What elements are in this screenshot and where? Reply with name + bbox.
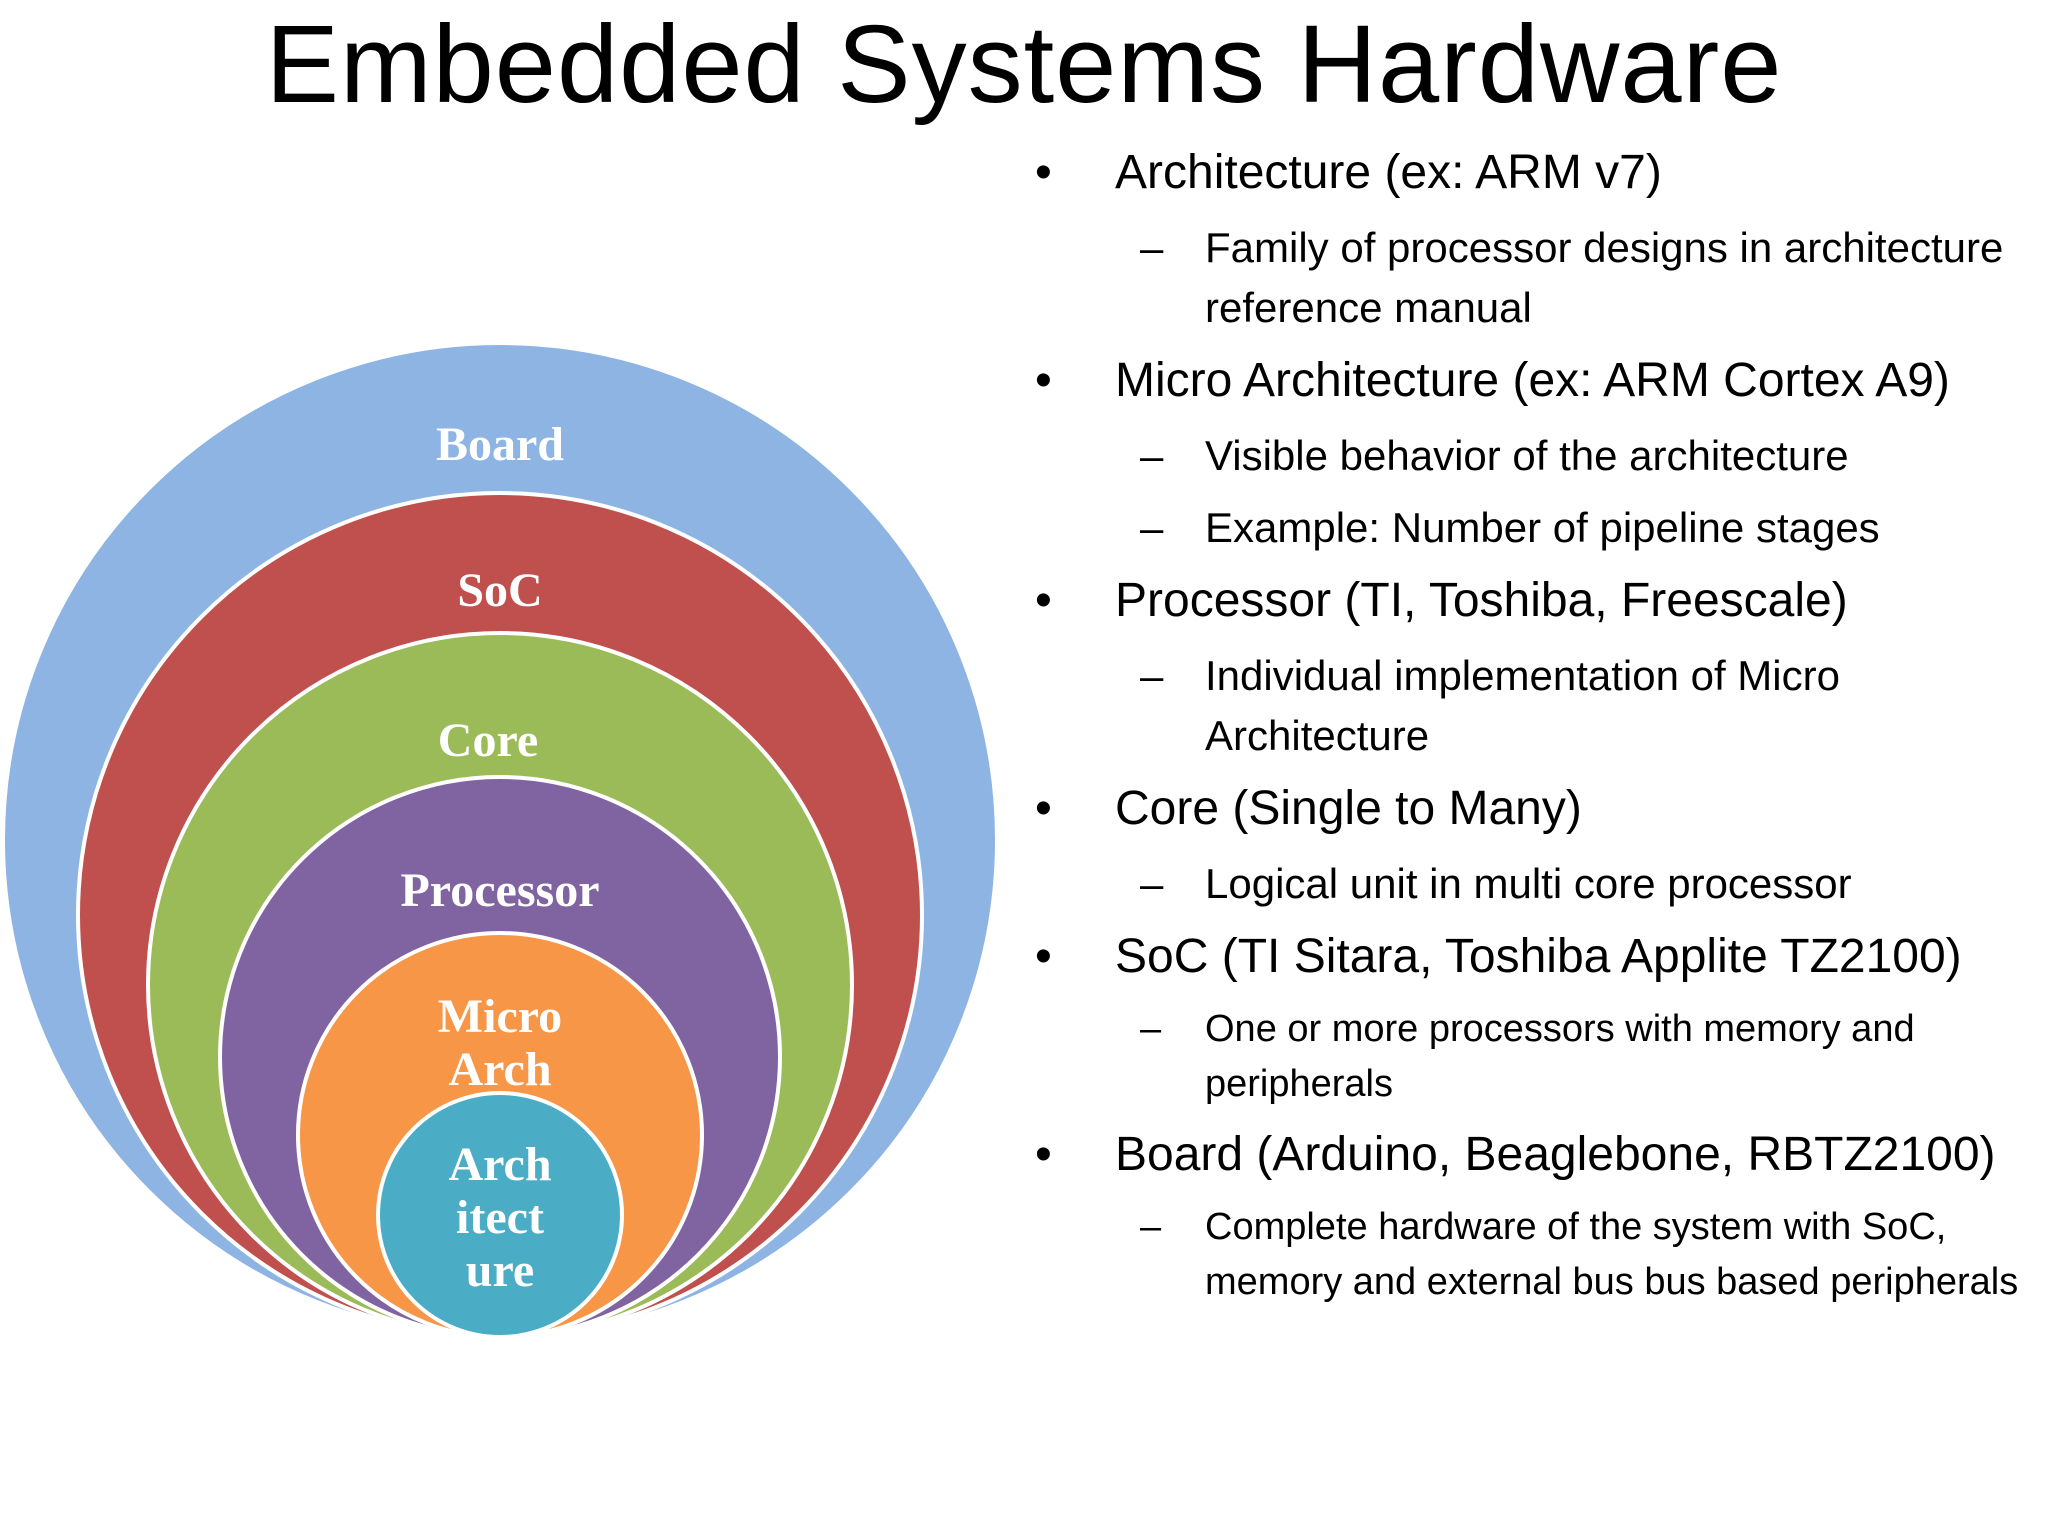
soc-label: SoC bbox=[457, 564, 542, 617]
micro-arch-label-line-1: Micro bbox=[438, 990, 562, 1043]
sub-bullet: – Individual implementation of Micro Arc… bbox=[1030, 646, 2040, 766]
sub-bullet-dash: – bbox=[1140, 1008, 1162, 1050]
bullet-dot: • bbox=[1035, 1128, 1052, 1181]
bullet-micro-architecture: • Micro Architecture (ex: ARM Cortex A9) bbox=[1030, 348, 2040, 414]
bullet-list: • Architecture (ex: ARM v7) – Family of … bbox=[1030, 130, 2040, 1310]
sub-bullet-text: One or more processors with memory and p… bbox=[1205, 1008, 1915, 1105]
architecture-label-line-3: ure bbox=[466, 1244, 534, 1297]
sub-bullet-dash: – bbox=[1140, 860, 1164, 907]
sub-bullet: – Complete hardware of the system with S… bbox=[1030, 1200, 2040, 1310]
architecture-label-line-2: itect bbox=[456, 1191, 544, 1244]
sub-bullet: – Family of processor designs in archite… bbox=[1030, 218, 2040, 338]
sub-bullet-text: Logical unit in multi core processor bbox=[1205, 860, 1852, 907]
bullet-dot: • bbox=[1035, 782, 1052, 835]
bullet-text: SoC (TI Sitara, Toshiba Applite TZ2100) bbox=[1115, 930, 1962, 983]
sub-bullet-text: Complete hardware of the system with SoC… bbox=[1205, 1206, 2019, 1303]
processor-label: Processor bbox=[400, 864, 599, 917]
architecture-label-line-1: Arch bbox=[448, 1138, 551, 1191]
bullet-dot: • bbox=[1035, 146, 1052, 199]
sub-bullet-dash: – bbox=[1140, 1206, 1162, 1248]
bullet-text: Processor (TI, Toshiba, Freescale) bbox=[1115, 574, 1848, 627]
architecture-ring bbox=[376, 1091, 624, 1339]
bullet-board: • Board (Arduino, Beaglebone, RBTZ2100) bbox=[1030, 1122, 2040, 1188]
bullet-text: Micro Architecture (ex: ARM Cortex A9) bbox=[1115, 354, 1950, 407]
slide-title: Embedded Systems Hardware bbox=[265, 3, 1783, 126]
sub-bullet-text: Example: Number of pipeline stages bbox=[1205, 504, 1880, 551]
bullet-text: Board (Arduino, Beaglebone, RBTZ2100) bbox=[1115, 1128, 1996, 1181]
bullet-architecture: • Architecture (ex: ARM v7) bbox=[1030, 140, 2040, 206]
sub-bullet-text: Individual implementation of Micro Archi… bbox=[1205, 652, 1840, 759]
sub-bullet-dash: – bbox=[1140, 432, 1164, 479]
nested-circles-diagram: Board SoC Core Processor Micro Arch Arch… bbox=[1, 341, 999, 1339]
sub-bullet-dash: – bbox=[1140, 224, 1164, 271]
sub-bullet: – Visible behavior of the architecture bbox=[1030, 426, 2040, 486]
sub-bullet-dash: – bbox=[1140, 652, 1164, 699]
micro-arch-label-line-2: Arch bbox=[448, 1043, 551, 1096]
sub-bullet-text: Family of processor designs in architect… bbox=[1205, 224, 2004, 331]
bullet-processor: • Processor (TI, Toshiba, Freescale) bbox=[1030, 568, 2040, 634]
sub-bullet: – Example: Number of pipeline stages bbox=[1030, 498, 2040, 558]
core-label: Core bbox=[438, 714, 538, 767]
sub-bullet-dash: – bbox=[1140, 504, 1164, 551]
bullet-dot: • bbox=[1035, 930, 1052, 983]
sub-bullet: – Logical unit in multi core processor bbox=[1030, 854, 2040, 914]
bullet-dot: • bbox=[1035, 574, 1052, 627]
bullet-text: Core (Single to Many) bbox=[1115, 782, 1582, 835]
bullet-text: Architecture (ex: ARM v7) bbox=[1115, 146, 1662, 199]
bullet-dot: • bbox=[1035, 354, 1052, 407]
sub-bullet: – One or more processors with memory and… bbox=[1030, 1002, 2040, 1112]
sub-bullet-text: Visible behavior of the architecture bbox=[1205, 432, 1849, 479]
board-label: Board bbox=[436, 418, 564, 471]
bullet-soc: • SoC (TI Sitara, Toshiba Applite TZ2100… bbox=[1030, 924, 2040, 990]
bullet-core: • Core (Single to Many) bbox=[1030, 776, 2040, 842]
